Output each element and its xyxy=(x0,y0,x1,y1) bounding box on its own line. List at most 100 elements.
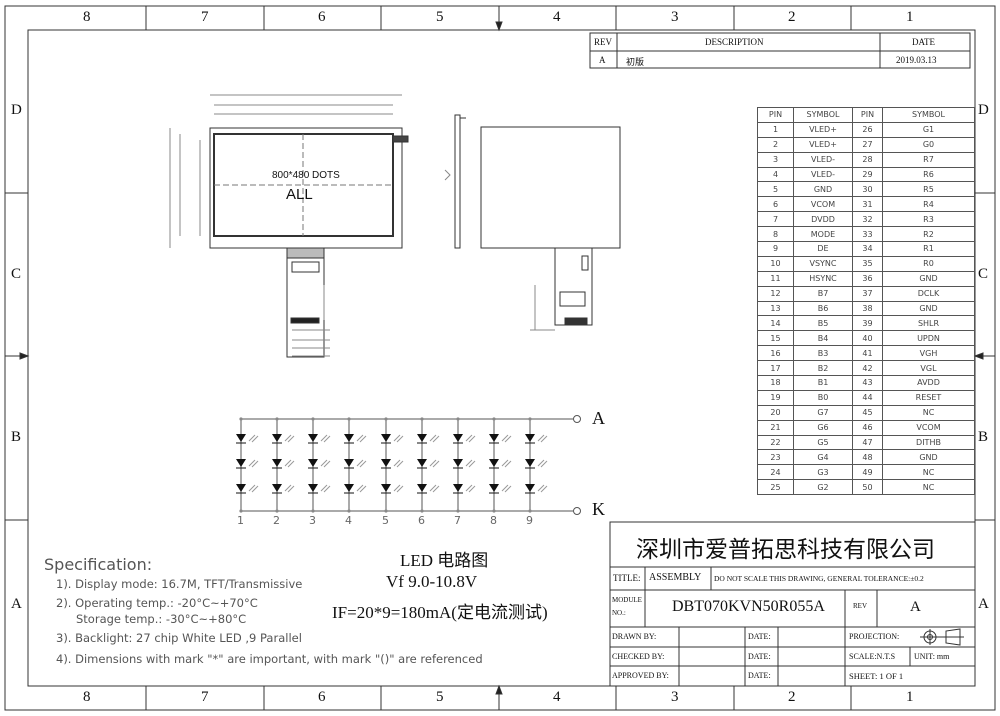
pin-number: 17 xyxy=(757,360,794,377)
junction-dot xyxy=(311,509,315,513)
led-light-arrows-icon xyxy=(356,484,367,493)
zone-column-label: 7 xyxy=(201,9,209,25)
junction-dot xyxy=(275,509,279,513)
led-diode-icon xyxy=(489,484,499,492)
pin-symbol: B6 xyxy=(793,300,853,317)
anode-label: A xyxy=(592,408,605,428)
inner-border xyxy=(27,29,976,687)
led-light-arrows-icon xyxy=(284,484,295,493)
pin-symbol: G2 xyxy=(793,479,853,496)
led-light-arrows-icon xyxy=(393,459,404,468)
pin-number: 24 xyxy=(757,464,794,481)
zone-column-label: 6 xyxy=(318,689,326,705)
zone-column-label: 1 xyxy=(906,9,914,25)
approved-by-label: APPROVED BY: xyxy=(612,671,669,680)
pin-symbol: VSYNC xyxy=(793,255,853,272)
zone-column-label: 1 xyxy=(906,689,914,705)
pin-symbol: B0 xyxy=(793,389,853,406)
pin-symbol: DE xyxy=(793,241,853,257)
pin-number: 28 xyxy=(852,151,883,168)
led-diode-icon xyxy=(308,484,318,492)
pin-number: 22 xyxy=(757,434,794,451)
pin-symbol: DITHB xyxy=(882,434,975,451)
led-diode-icon xyxy=(272,459,282,467)
pin-symbol: B3 xyxy=(793,345,853,362)
zone-column-label: 3 xyxy=(671,689,679,705)
led-string-number: 5 xyxy=(382,514,389,527)
spec-item-2b: Storage temp.: -30°C~+80°C xyxy=(76,612,247,626)
zone-column-label: 4 xyxy=(553,9,561,25)
led-light-arrows-icon xyxy=(537,434,548,443)
pin-number: 26 xyxy=(852,121,883,138)
pin-number: 49 xyxy=(852,464,883,481)
led-string-number: 3 xyxy=(309,514,316,527)
rev-description: 初版 xyxy=(626,57,645,67)
junction-dot xyxy=(492,417,496,421)
led-diode-icon xyxy=(417,459,427,467)
led-light-arrows-icon xyxy=(393,484,404,493)
pin-number: 4 xyxy=(757,166,794,183)
rev-value: A xyxy=(599,55,606,65)
led-circuit xyxy=(236,415,581,515)
title-block-lines xyxy=(609,521,976,687)
approved-date-label: DATE: xyxy=(748,671,771,680)
led-light-arrows-icon xyxy=(537,459,548,468)
led-vf: Vf 9.0-10.8V xyxy=(386,572,478,591)
zone-column-label: 7 xyxy=(201,689,209,705)
led-light-arrows-icon xyxy=(429,459,440,468)
led-diode-icon xyxy=(381,459,391,467)
zone-row-label: B xyxy=(11,429,22,445)
led-light-arrows-icon xyxy=(501,484,512,493)
spec-item-3: 3). Backlight: 27 chip White LED ,9 Para… xyxy=(56,631,302,645)
led-light-arrows-icon xyxy=(501,459,512,468)
zone-row-label: A xyxy=(978,596,989,612)
pin-symbol: B7 xyxy=(793,285,853,302)
junction-dot xyxy=(347,417,351,421)
pin-symbol: B4 xyxy=(793,330,853,347)
pin-number: 8 xyxy=(757,226,794,243)
led-diode-icon xyxy=(236,434,246,442)
led-if: IF=20*9=180mA(定电流测试) xyxy=(332,603,548,622)
pin-number: 20 xyxy=(757,404,794,421)
pin-symbol: NC xyxy=(882,464,975,481)
led-light-arrows-icon xyxy=(320,459,331,468)
pin-symbol: VCOM xyxy=(882,419,975,436)
pin-number: 27 xyxy=(852,136,883,153)
junction-dot xyxy=(384,417,388,421)
scale-label: SCALE:N.T.S xyxy=(849,652,896,661)
tolerance-note: DO NOT SCALE THIS DRAWING, GENERAL TOLER… xyxy=(714,574,924,583)
zone-row-label: D xyxy=(11,102,22,118)
pin-number: 16 xyxy=(757,345,794,362)
pin-symbol: G3 xyxy=(793,464,853,481)
pin-symbol: VLED+ xyxy=(793,121,853,138)
pin-number: 41 xyxy=(852,345,883,362)
pin-symbol: G7 xyxy=(793,404,853,421)
led-diode-icon xyxy=(453,459,463,467)
pin-symbol: G4 xyxy=(793,449,853,466)
cathode-label: K xyxy=(592,499,605,519)
led-diode-icon xyxy=(344,484,354,492)
pin-number: 13 xyxy=(757,300,794,317)
spec-item-1: 1). Display mode: 16.7M, TFT/Transmissiv… xyxy=(56,577,303,591)
pin-symbol: VLED- xyxy=(793,166,853,183)
zone-row-label: C xyxy=(11,266,22,282)
led-string-number: 4 xyxy=(345,514,352,527)
pin-number: 35 xyxy=(852,255,883,272)
led-diode-icon xyxy=(525,459,535,467)
resolution-label: 800*480 DOTS xyxy=(272,170,340,181)
pin-number: 42 xyxy=(852,360,883,377)
pin-symbol: GND xyxy=(882,270,975,287)
led-diode-icon xyxy=(236,484,246,492)
title-label: TITLE: xyxy=(613,573,641,583)
anode-terminal xyxy=(573,415,581,423)
led-diode-icon xyxy=(381,434,391,442)
module-no-label: NO.: xyxy=(612,609,626,617)
led-light-arrows-icon xyxy=(320,484,331,493)
